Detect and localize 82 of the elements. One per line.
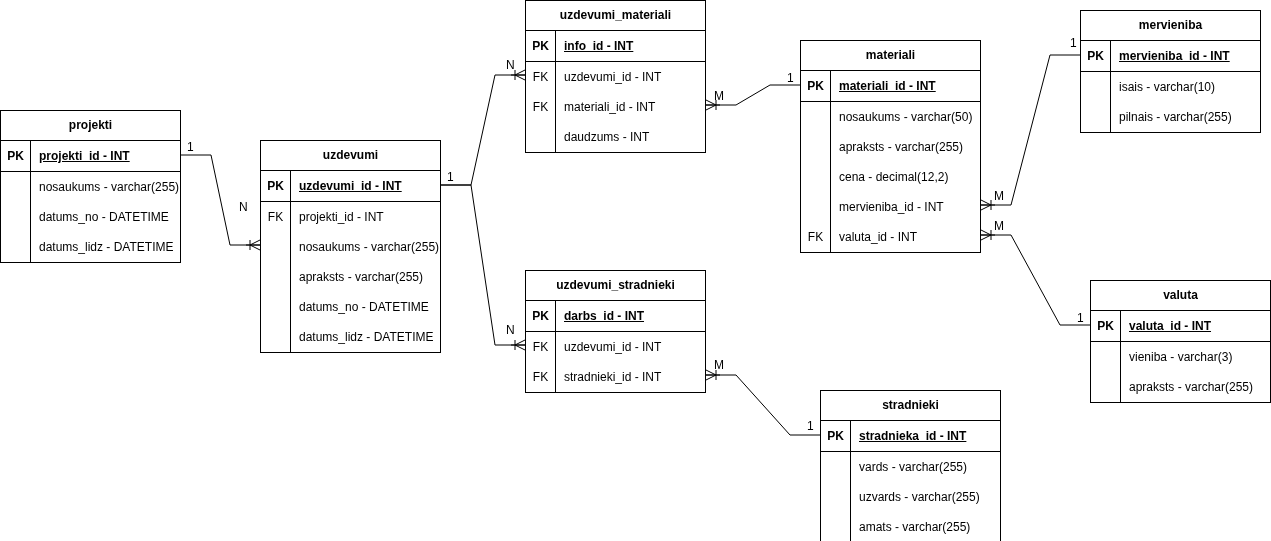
cardinality-label: 1 [1070, 36, 1077, 50]
column-name: nosaukums - varchar(50) [839, 110, 973, 124]
relationship-line [980, 54, 1081, 211]
key-label: FK [807, 230, 824, 244]
key-label: FK [532, 370, 549, 384]
column-name: apraksts - varchar(255) [1129, 380, 1254, 394]
cardinality-label: M [994, 189, 1004, 203]
cardinality-label: 1 [787, 71, 794, 85]
column-name: valuta_id - INT [839, 230, 918, 244]
table-name: uzdevumi [322, 148, 379, 162]
table-name: projekti [68, 118, 113, 132]
key-label: PK [1087, 49, 1104, 63]
table-name: stradnieki [882, 398, 939, 412]
column-name: mervieniba_id - INT [1119, 49, 1230, 63]
column-name: stradnieka_id - INT [859, 429, 967, 443]
cardinality-label: N [506, 58, 515, 72]
entity-table [260, 140, 441, 353]
column-name: projekti_id - INT [299, 210, 384, 224]
relationship-line [180, 154, 261, 251]
column-name: uzvards - varchar(255) [859, 490, 980, 504]
cardinality-label: 1 [1077, 311, 1084, 325]
cardinality-label: 1 [187, 140, 194, 154]
column-name: nosaukums - varchar(255) [299, 240, 440, 254]
column-name: materiali_id - INT [564, 100, 656, 114]
key-label: PK [7, 149, 24, 163]
entity-table [820, 390, 1001, 541]
column-name: mervieniba_id - INT [839, 200, 944, 214]
cardinality-label: M [714, 358, 724, 372]
key-label: PK [267, 179, 284, 193]
key-label: FK [532, 340, 549, 354]
table-name: mervieniba [1138, 18, 1203, 32]
column-name: vieniba - varchar(3) [1129, 350, 1233, 364]
column-name: amats - varchar(255) [859, 520, 971, 534]
relationship-line [440, 184, 526, 351]
column-name: datums_no - DATETIME [299, 300, 429, 314]
column-name: datums_lidz - DATETIME [39, 240, 174, 254]
cardinality-label: N [506, 323, 515, 337]
column-name: valuta_id - INT [1129, 319, 1211, 333]
key-label: FK [532, 70, 549, 84]
cardinality-label: 1 [807, 419, 814, 433]
cardinality-label: M [714, 89, 724, 103]
column-name: apraksts - varchar(255) [299, 270, 424, 284]
relationship-line [705, 84, 801, 111]
key-label: PK [532, 309, 549, 323]
column-name: datums_lidz - DATETIME [299, 330, 434, 344]
column-name: materiali_id - INT [839, 79, 936, 93]
column-name: isais - varchar(10) [1119, 80, 1216, 94]
entity-table [1090, 280, 1271, 403]
relationship-line [705, 369, 821, 436]
entity-table [525, 270, 706, 393]
cardinality-label: N [239, 200, 248, 214]
key-label: PK [1097, 319, 1114, 333]
column-name: stradnieki_id - INT [564, 370, 662, 384]
key-label: FK [532, 100, 549, 114]
column-name: apraksts - varchar(255) [839, 140, 964, 154]
entity-table [0, 110, 181, 263]
entity-table [525, 0, 706, 153]
column-name: vards - varchar(255) [859, 460, 968, 474]
column-name: nosaukums - varchar(255) [39, 180, 180, 194]
entity-table [800, 40, 981, 253]
column-name: uzdevumi_id - INT [564, 70, 662, 84]
key-label: FK [267, 210, 284, 224]
column-name: projekti_id - INT [39, 149, 130, 163]
table-name: uzdevumi_materiali [559, 8, 672, 22]
column-name: uzdevumi_id - INT [564, 340, 662, 354]
table-name: uzdevumi_stradnieki [556, 278, 675, 292]
entity-table [1080, 10, 1261, 133]
key-label: PK [827, 429, 844, 443]
column-name: uzdevumi_id - INT [299, 179, 402, 193]
table-name: valuta [1163, 288, 1198, 302]
key-label: PK [532, 39, 549, 53]
column-name: daudzums - INT [564, 130, 650, 144]
cardinality-label: M [994, 219, 1004, 233]
column-name: datums_no - DATETIME [39, 210, 169, 224]
column-name: darbs_id - INT [564, 309, 644, 323]
column-name: info_id - INT [564, 39, 634, 53]
relationship-line [980, 229, 1091, 326]
table-name: materiali [865, 48, 916, 62]
column-name: pilnais - varchar(255) [1119, 110, 1232, 124]
cardinality-label: 1 [447, 170, 454, 184]
column-name: cena - decimal(12,2) [839, 170, 949, 184]
key-label: PK [807, 79, 824, 93]
